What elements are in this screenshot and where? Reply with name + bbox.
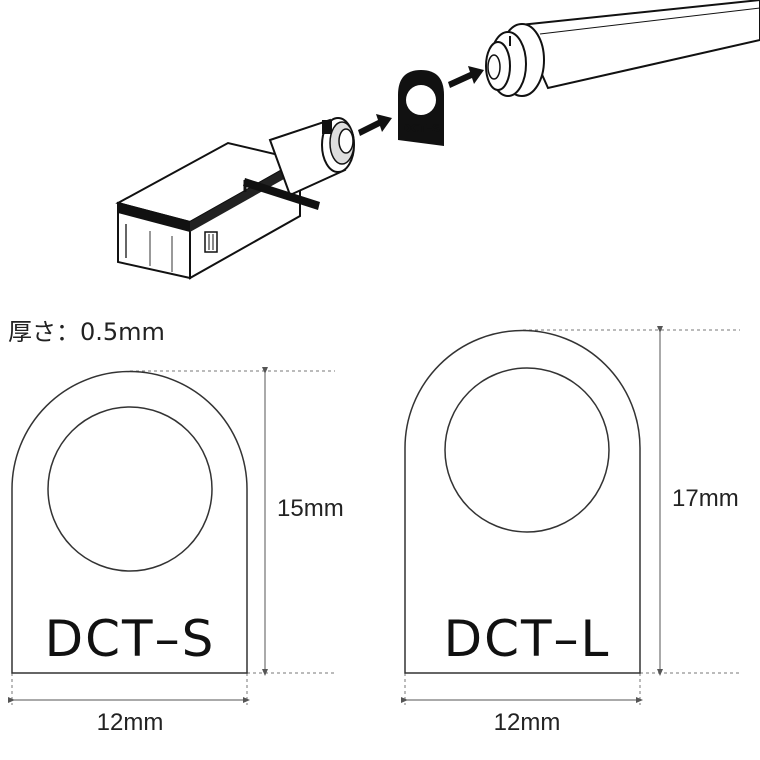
- arrow-icon: [358, 114, 392, 136]
- cable-end-fitting: [485, 0, 760, 97]
- plug-cylinder: [268, 117, 355, 197]
- height-dimension-label: 15mm: [277, 495, 344, 522]
- arrow-icon: [448, 66, 484, 88]
- tag-dct-s: DCT–S 15mm 12mm: [8, 367, 344, 736]
- tag-label: DCT–L: [444, 610, 611, 668]
- tag-hole: [444, 367, 610, 533]
- tag-illustration: DCT–S: [398, 70, 444, 146]
- tag-label: DCT–S: [45, 610, 216, 668]
- tag-hole: [47, 406, 213, 572]
- cable-lever: [243, 178, 320, 210]
- tag-dct-l: DCT–L 17mm 12mm: [401, 326, 740, 736]
- tag-illustration-label: DCT–S: [402, 122, 440, 135]
- connector-box: [115, 141, 303, 280]
- width-dimension-label: 12mm: [494, 709, 561, 736]
- width-dimension-label: 12mm: [97, 709, 164, 736]
- assembly-illustration: DCT–S: [115, 0, 760, 280]
- thickness-label: 厚さ：0.5mm: [8, 318, 165, 346]
- height-dimension-label: 17mm: [672, 485, 739, 512]
